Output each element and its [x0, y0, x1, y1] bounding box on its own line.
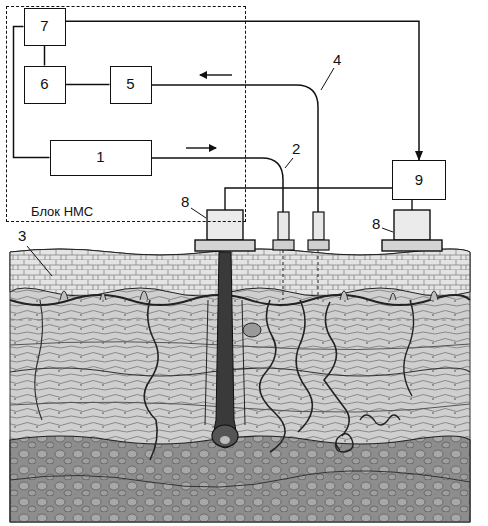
signal-line: [66, 84, 110, 86]
block-box: 6: [24, 66, 66, 104]
signal-line: [44, 46, 46, 66]
leader-line: [321, 68, 334, 90]
callout-number: 8: [180, 194, 190, 209]
fibre-probe: [273, 212, 294, 300]
leader-line: [285, 158, 293, 168]
block-number: 1: [96, 149, 104, 166]
block-number: 9: [415, 172, 423, 189]
block-number: 6: [40, 76, 48, 93]
block-box: 7: [24, 8, 66, 46]
block-number: 7: [40, 18, 48, 35]
unit-title: Блок НМС: [29, 204, 95, 219]
callout-number: 2: [291, 141, 301, 156]
leader-line: [27, 246, 52, 276]
fibre-probe: [308, 212, 329, 300]
block-box: 9: [392, 160, 446, 200]
callout-number: 3: [17, 228, 27, 243]
sensor: [382, 210, 442, 251]
leader-line: [382, 228, 393, 232]
block-box: 5: [110, 66, 152, 104]
callout-number: 8: [371, 216, 381, 231]
direction-arrow: [200, 74, 232, 75]
sensor-wire: [411, 200, 412, 210]
block-number: 5: [126, 76, 134, 93]
direction-arrow: [186, 147, 216, 148]
skin-tissue: [10, 249, 470, 522]
block-box: 1: [50, 140, 152, 176]
optical-fibre: [152, 158, 283, 212]
unit-outline: Блок НМС 7 6 5 1: [6, 6, 246, 222]
leader-line: [191, 208, 206, 218]
sensor-wire: [225, 188, 392, 210]
optical-fibre: [152, 85, 318, 212]
callout-number: 4: [332, 52, 342, 67]
